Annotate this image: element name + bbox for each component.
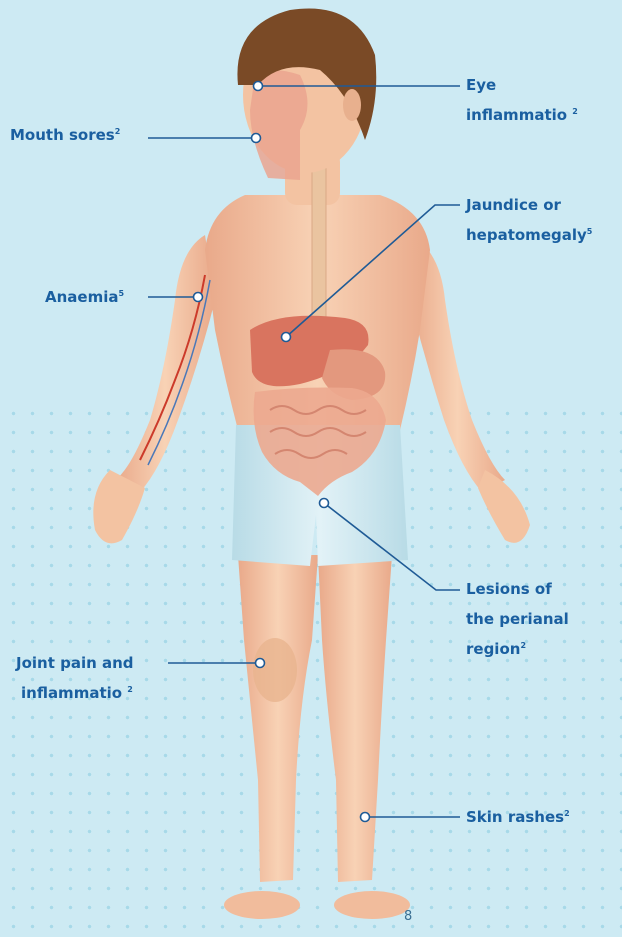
marker-skin [361, 813, 370, 822]
label-joint-line2: inflammatio 2 [16, 678, 134, 708]
label-perianal: Lesions of the perianal region2 [466, 574, 569, 664]
label-eye-line2: inflammatio 2 [466, 100, 578, 130]
marker-anaemia [194, 293, 203, 302]
label-mouth: Mouth sores2 [10, 120, 120, 150]
label-jaundice-line1: Jaundice or [466, 190, 592, 220]
label-jaundice: Jaundice or hepatomegaly5 [466, 190, 592, 250]
label-perianal-line2: the perianal [466, 604, 569, 634]
label-joint: Joint pain and inflammatio 2 [16, 648, 134, 708]
marker-joint [256, 659, 265, 668]
label-anaemia: Anaemia5 [45, 282, 124, 312]
marker-mouth [252, 134, 261, 143]
label-perianal-line1: Lesions of [466, 574, 569, 604]
leader-perianal [324, 503, 460, 590]
label-skin: Skin rashes2 [466, 802, 570, 832]
page-number: 8 [404, 909, 412, 924]
label-joint-line1: Joint pain and [16, 648, 134, 678]
marker-perianal [320, 499, 329, 508]
label-eye: Eye inflammatio 2 [466, 70, 578, 130]
label-perianal-line3: region2 [466, 634, 569, 664]
marker-jaundice [282, 333, 291, 342]
leader-jaundice [286, 205, 460, 337]
label-jaundice-line2: hepatomegaly5 [466, 220, 592, 250]
label-eye-line1: Eye [466, 70, 578, 100]
marker-eye [254, 82, 263, 91]
